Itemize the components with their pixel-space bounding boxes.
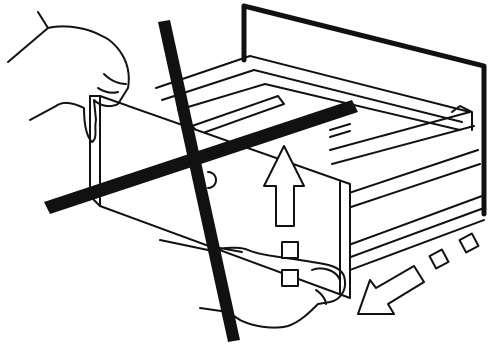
pull-out-arrow-dot-1 — [430, 250, 449, 269]
lift-arrow-dot-1 — [282, 242, 298, 258]
lift-arrow-dot-2 — [282, 270, 298, 286]
pull-out-arrow-dot-2 — [460, 234, 479, 253]
